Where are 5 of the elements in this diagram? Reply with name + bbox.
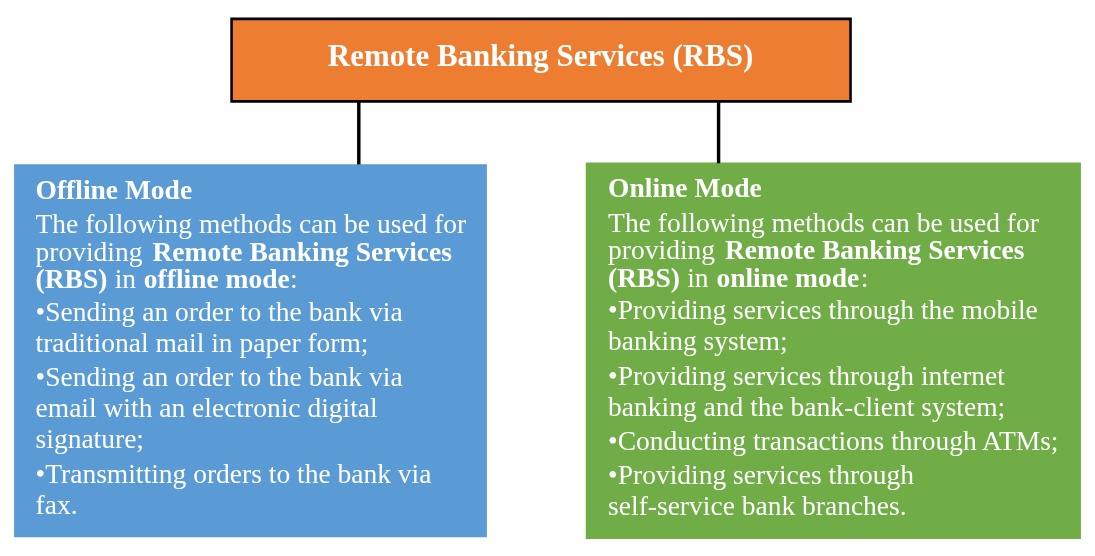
connector bbox=[716, 101, 721, 163]
node-box: Online Mode The following methods can be used for providing Remote Banking Services (RBS) in online mode: •Providing services through the mobile banking system; •Providing services through internet banking and the bank-client system; •Conducting transactions through ATMs; •Providing services through self-service bank branches. bbox=[585, 161, 1081, 539]
node-box: Remote Banking Services (RBS) bbox=[230, 17, 852, 103]
connector bbox=[357, 101, 361, 164]
node-box: Offline Mode The following methods can be used for providing Remote Banking Services (RBS) in offline mode: •Sending an order to the bank via traditional mail in paper form; •Sending an order to the bank via email with an electronic digital signature; •Transmitting orders to the bank via fax. bbox=[14, 163, 487, 537]
